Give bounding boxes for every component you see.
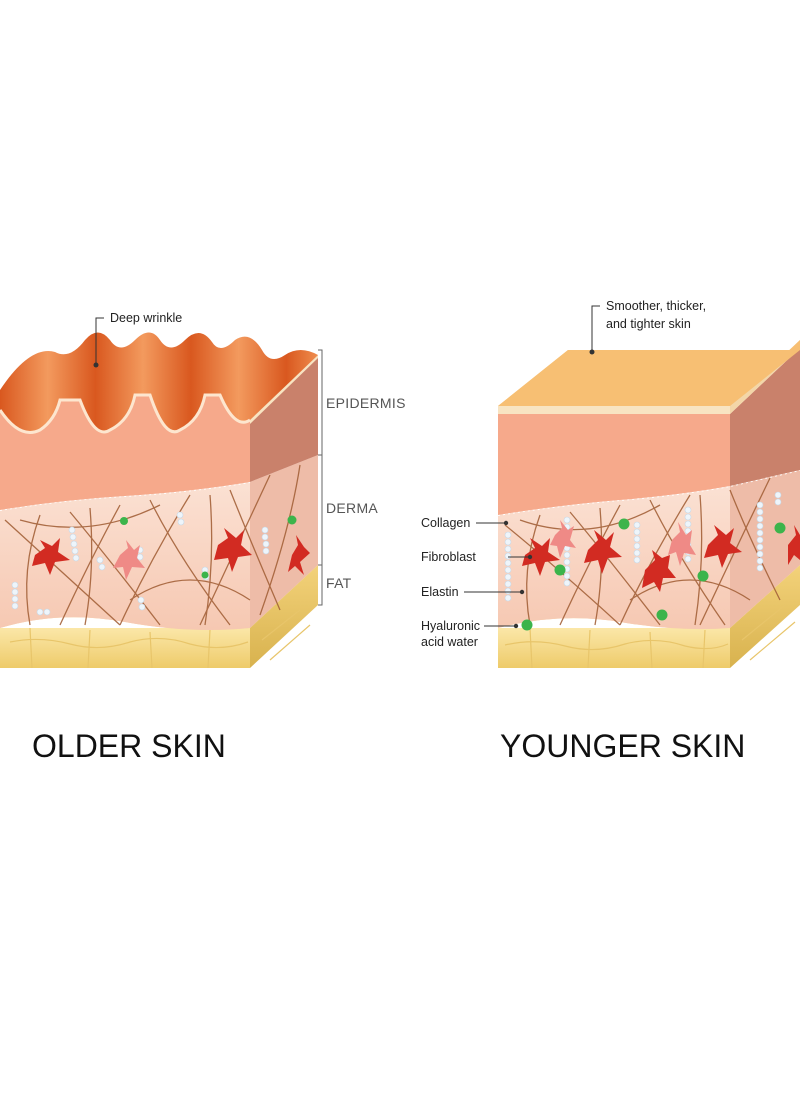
younger-derma-layer [497,469,800,631]
smoother-skin-callout [589,305,600,355]
smoother-skin-label-line1: Smoother, thicker, [606,299,706,313]
fibroblast-cell-icon [32,528,310,580]
younger-skin-block [464,305,800,669]
older-epidermis-layer [0,332,318,510]
older-skin-block [0,317,323,669]
hyaluronic-label-line1: Hyaluronic [421,619,480,633]
fibroblast-cell-icon [522,520,800,592]
deep-wrinkle-label: Deep wrinkle [110,311,182,325]
hyaluronic-droplet-icon [521,518,786,631]
older-derma-layer [0,455,318,630]
fibroblast-label: Fibroblast [421,550,476,564]
younger-skin-title: YOUNGER SKIN [500,728,745,764]
older-skin-title: OLDER SKIN [32,728,226,764]
smoother-skin-label-line2: and tighter skin [606,317,691,331]
older-layer-bracket [318,349,323,606]
epidermis-label: EPIDERMIS [326,395,406,411]
hyaluronic-droplet-icon [120,515,297,579]
younger-label-leaders [464,520,533,629]
hyaluronic-label-line2: acid water [421,635,478,649]
younger-epidermis-layer [498,340,800,515]
elastin-label: Elastin [421,585,459,599]
collagen-label: Collagen [421,516,470,530]
elastin-bead-icon [504,491,782,602]
derma-label: DERMA [326,500,378,516]
wrinkle-callout [93,317,104,368]
fat-label: FAT [326,575,352,591]
